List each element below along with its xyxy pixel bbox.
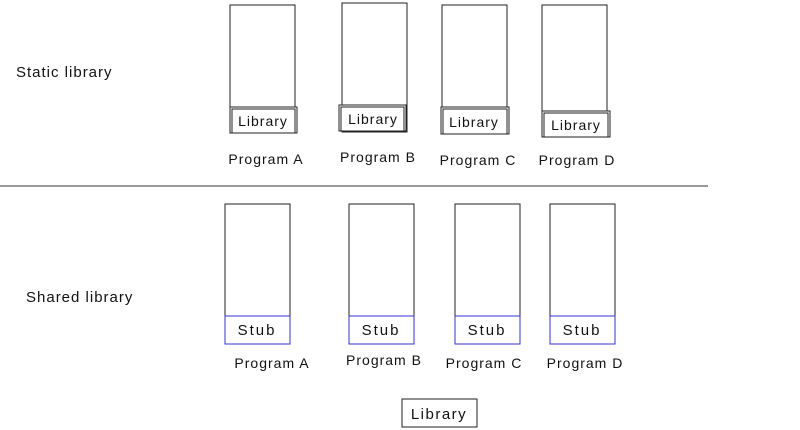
shared-program-b-stub-box [348, 315, 415, 345]
shared-program-c-label: Program C [446, 355, 523, 371]
static-program-b: Library Program B [338, 2, 416, 165]
static-library-section-label: Static library [16, 64, 113, 81]
shared-program-c: Stub Program C [446, 203, 523, 371]
shared-program-a-label: Program A [234, 355, 309, 371]
shared-library-section-label: Shared library [26, 289, 133, 306]
static-program-b-library-label: Library [348, 111, 398, 127]
static-program-b-library-box-inner [340, 106, 405, 132]
shared-program-d-stub-box [549, 315, 616, 345]
static-program-b-label: Program B [340, 149, 416, 165]
shared-library-box [401, 398, 478, 428]
static-program-d: Library Program D [539, 4, 616, 168]
static-program-a-library-label: Library [238, 113, 288, 129]
static-program-c: Library Program C [440, 4, 517, 168]
shared-program-a: Stub Program A [224, 203, 309, 371]
shared-program-d-stub-label: Stub [563, 322, 602, 339]
static-program-c-library-box-inner [442, 108, 508, 135]
shared-library: Library [401, 398, 478, 428]
static-program-c-label: Program C [440, 152, 517, 168]
shared-library-label: Library [411, 406, 467, 423]
shared-program-b-stub-label: Stub [362, 322, 401, 339]
shared-program-a-stub-box [224, 315, 291, 345]
shared-program-b: Stub Program B [346, 203, 422, 368]
shared-program-a-stub-label: Stub [238, 322, 277, 339]
static-program-a: Library Program A [228, 4, 303, 167]
shared-program-c-stub-label: Stub [468, 322, 507, 339]
shared-program-d: Stub Program D [547, 203, 624, 371]
static-program-a-label: Program A [228, 151, 303, 167]
static-program-c-library-label: Library [449, 114, 499, 130]
shared-program-c-stub-box [454, 315, 521, 345]
static-program-d-label: Program D [539, 152, 616, 168]
static-program-d-library-label: Library [551, 117, 601, 133]
static-program-a-library-box-inner [231, 108, 296, 134]
static-program-d-library-box-inner [543, 112, 609, 138]
shared-program-d-label: Program D [547, 355, 624, 371]
shared-program-b-label: Program B [346, 352, 422, 368]
